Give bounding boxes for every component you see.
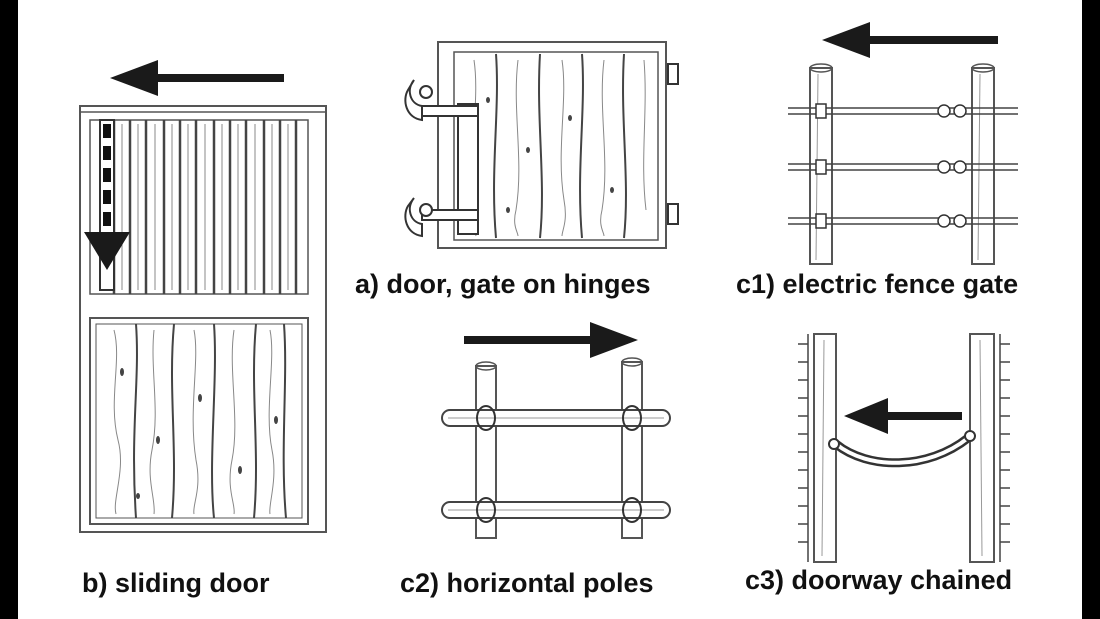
caption-c2: c2) horizontal poles — [400, 568, 654, 598]
arrow-down-icon — [84, 119, 130, 291]
horizontal-poles-illustration — [441, 322, 671, 539]
electric-fence-gate-illustration — [788, 22, 1018, 265]
arrow-left-icon — [110, 60, 284, 96]
arrow-left-icon — [822, 22, 998, 58]
illustrations — [79, 22, 1018, 563]
figure-canvas: a) door, gate on hinges c1) electric fen… — [18, 0, 1082, 619]
caption-b: b) sliding door — [82, 568, 270, 598]
arrow-right-icon — [464, 322, 638, 358]
sliding-door-illustration — [79, 60, 327, 533]
doorway-chained-illustration — [798, 333, 1010, 563]
hinged-door-illustration — [404, 41, 679, 249]
caption-c1: c1) electric fence gate — [736, 269, 1019, 299]
caption-c3: c3) doorway chained — [745, 565, 1013, 595]
arrow-left-icon — [844, 398, 962, 434]
caption-a: a) door, gate on hinges — [355, 269, 651, 299]
